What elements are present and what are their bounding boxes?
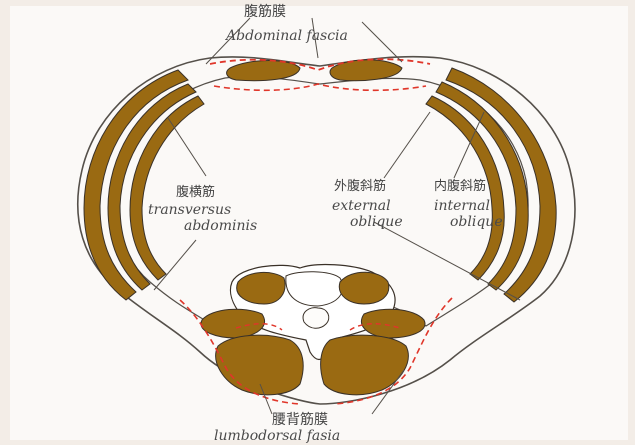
paper-page xyxy=(10,6,628,440)
external-oblique-label-line2: oblique xyxy=(350,214,403,230)
lumbodorsal-fascia-label: lumbodorsal fasia xyxy=(214,428,340,444)
right-psoas-muscle xyxy=(339,272,388,304)
lumbodorsal-fascia-label-cn: 腰背筋膜 xyxy=(272,411,328,428)
abdominal-fascia-label-cn: 腹筋膜 xyxy=(244,3,286,20)
external-oblique-label-cn: 外腹斜筋 xyxy=(334,178,386,194)
spinal-canal xyxy=(303,308,329,329)
internal-oblique-label-line2: oblique xyxy=(450,214,503,230)
internal-oblique-label-line1: internal xyxy=(434,198,490,214)
transversus-label-cn: 腹横筋 xyxy=(176,184,215,200)
external-oblique-label-line1: external xyxy=(332,198,391,214)
transversus-label-line2: abdominis xyxy=(184,218,257,234)
transversus-label-line1: transversus xyxy=(148,202,231,218)
left-psoas-muscle xyxy=(237,272,285,304)
internal-oblique-label-cn: 内腹斜筋 xyxy=(434,178,486,194)
abdominal-fascia-label: Abdominal fascia xyxy=(224,28,348,44)
